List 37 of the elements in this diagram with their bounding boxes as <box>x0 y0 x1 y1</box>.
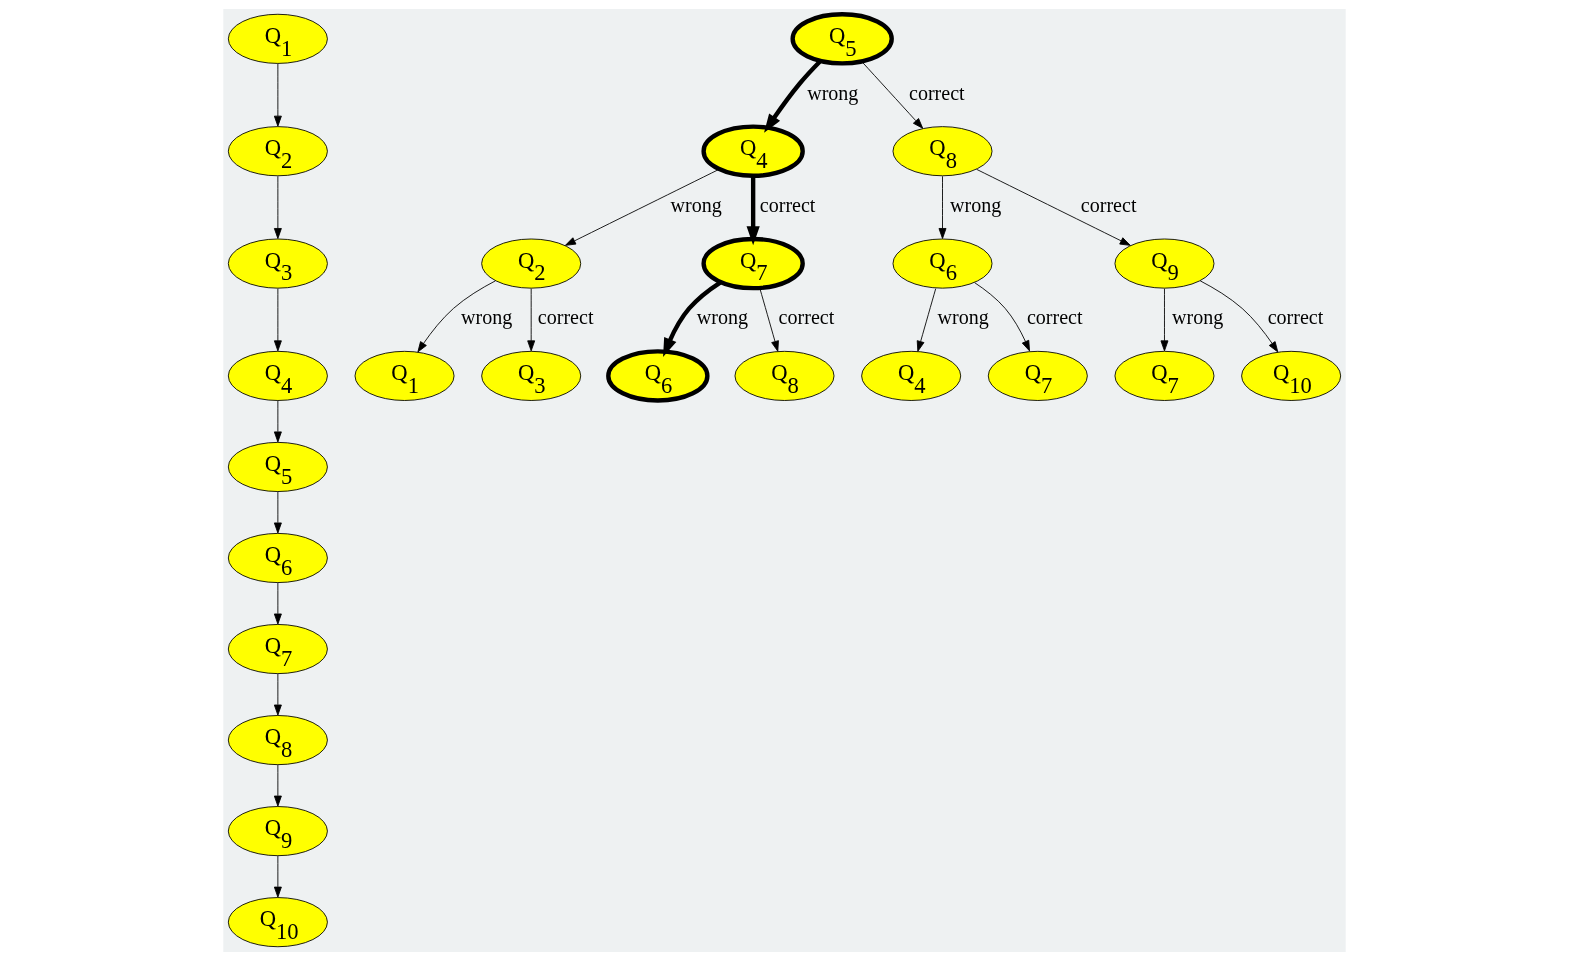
arrow <box>564 168 720 246</box>
arrow <box>759 287 779 352</box>
arrow <box>663 279 722 357</box>
arrow <box>273 855 282 898</box>
edge-label: wrong <box>807 81 859 104</box>
edge-label: wrong <box>1172 306 1224 328</box>
arrow <box>273 582 282 624</box>
arrow <box>527 287 536 351</box>
arrow <box>417 279 496 352</box>
edge-label: correct <box>1267 306 1324 328</box>
arrow <box>273 764 282 806</box>
arrow <box>273 491 282 533</box>
edge-label: wrong <box>670 193 722 216</box>
arrow <box>976 168 1131 246</box>
edge-label: correct <box>1080 193 1137 216</box>
edge-label: correct <box>1026 306 1083 328</box>
edge-label: correct <box>778 306 835 328</box>
edge-label: correct <box>909 81 965 104</box>
arrow <box>764 59 822 133</box>
arrow <box>273 63 282 127</box>
edge-label: correct <box>759 193 816 216</box>
edge-label: wrong <box>937 306 989 328</box>
arrow <box>273 399 282 442</box>
arrow <box>1160 287 1169 351</box>
edge-label: correct <box>537 306 594 328</box>
arrow <box>746 175 760 245</box>
arrow <box>273 175 282 239</box>
arrow <box>916 287 937 352</box>
arrow <box>273 673 282 715</box>
edge-label: wrong <box>696 306 749 328</box>
arrow <box>861 60 924 129</box>
arrow <box>1199 279 1279 352</box>
edge-label: wrong <box>950 193 1002 216</box>
edge-label: wrong <box>461 306 513 328</box>
arrow <box>938 175 947 239</box>
arrow <box>273 287 282 351</box>
arrow <box>974 281 1030 351</box>
